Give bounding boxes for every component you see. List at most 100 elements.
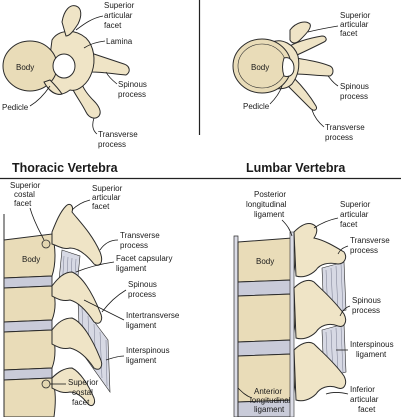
lumbar-side-view: Body Posterior longitudinal ligament Sup… — [233, 190, 394, 417]
thoracic-body-3 — [3, 329, 56, 371]
thoracic-top-label-spinous-2: process — [118, 90, 146, 99]
lumbar-side-label-interspinous-1: Interspinous — [350, 340, 394, 349]
thoracic-posterior-4 — [51, 367, 95, 407]
lumbar-disc-1 — [237, 279, 293, 297]
lumbar-side-label-transverse-1: Transverse — [350, 236, 390, 245]
thoracic-side-leader-intertransverse — [83, 299, 125, 321]
lumbar-side-label-anterior-2: longitudinal — [250, 396, 291, 405]
thoracic-top-label-body: Body — [16, 63, 34, 72]
lumbar-top-label-facet-1: Superior — [340, 11, 371, 20]
thoracic-side-label-interspinous-2: ligament — [126, 356, 157, 365]
lumbar-side-label-posterior-3: ligament — [254, 210, 285, 219]
thoracic-top-label-facet-1: Superior — [104, 1, 135, 10]
thoracic-top-leader-lamina — [83, 40, 106, 49]
lumbar-side-label-transverse-2: process — [350, 246, 378, 255]
lumbar-side-label-facet-2: articular — [340, 210, 369, 219]
lumbar-side-label-inferior-2: articular — [350, 395, 379, 404]
thoracic-side-label-intertransverse-1: Intertransverse — [126, 311, 180, 320]
thoracic-side-leader-transverse — [99, 239, 119, 251]
lumbar-side-leader-transverse — [337, 245, 349, 255]
thoracic-side-leader-interspinous — [105, 355, 125, 361]
lumbar-top-label-body: Body — [251, 63, 269, 72]
lumbar-posterior-1 — [293, 223, 347, 278]
lumbar-side-label-posterior-2: longitudinal — [246, 200, 287, 209]
thoracic-side-label-costal-top-3: facet — [14, 199, 32, 208]
thoracic-side-label-transverse-1: Transverse — [120, 231, 160, 240]
thoracic-side-label-interspinous-1: Interspinous — [126, 346, 170, 355]
lumbar-top-leader-facet — [307, 25, 339, 33]
thoracic-side-label-costal-bot-3: facet — [72, 398, 90, 407]
lumbar-vertebral-foramen — [282, 57, 295, 77]
lumbar-side-leader-facet — [313, 217, 339, 229]
thoracic-side-label-transverse-2: process — [120, 241, 148, 250]
thoracic-top-leader-pedicle — [29, 85, 51, 107]
lumbar-heading: Lumbar Vertebra — [246, 161, 346, 175]
lumbar-top-label-transverse-2: process — [325, 133, 353, 142]
thoracic-top-label-pedicle: Pedicle — [2, 103, 29, 112]
lumbar-spinous-process-shape — [295, 57, 334, 77]
thoracic-side-label-artfacet-1: Superior — [92, 184, 123, 193]
lumbar-side-label-spinous-1: Spinous — [352, 296, 381, 305]
thoracic-side-label-costal-bot-1: Superior — [68, 378, 99, 387]
lumbar-posterior-2 — [293, 279, 347, 340]
lumbar-anterior-ligament — [233, 235, 239, 417]
thoracic-side-view: Body Superior costal facet Superior arti… — [3, 181, 180, 417]
lumbar-top-leader-transverse — [311, 109, 325, 128]
lumbar-side-label-interspinous-2: ligament — [356, 350, 387, 359]
lumbar-top-label-spinous-2: process — [340, 92, 368, 101]
lumbar-superior-articular-shape — [289, 21, 311, 44]
thoracic-top-label-spinous-1: Spinous — [118, 80, 147, 89]
lumbar-side-label-facet-1: Superior — [340, 200, 371, 209]
thoracic-transverse-process-shape — [71, 83, 101, 119]
lumbar-side-leader-inferior — [325, 392, 349, 395]
thoracic-top-label-transverse-1: Transverse — [98, 130, 138, 139]
lumbar-side-leader-anterior — [237, 387, 253, 399]
thoracic-top-label-facet-2: articular — [104, 11, 133, 20]
lumbar-side-label-body: Body — [256, 257, 274, 266]
thoracic-top-leader-spinous — [105, 71, 118, 85]
thoracic-top-leader-facet — [75, 15, 104, 31]
thoracic-posterior-2 — [51, 271, 103, 324]
lumbar-posterior-ligament — [289, 231, 295, 417]
lumbar-side-leader-spinous — [339, 305, 351, 317]
lumbar-body-2 — [237, 293, 296, 343]
thoracic-spinous-process-shape — [87, 51, 130, 76]
thoracic-side-label-intertransverse-2: ligament — [126, 321, 157, 330]
thoracic-top-leader-transverse — [92, 117, 98, 135]
thoracic-side-label-artfacet-3: facet — [92, 202, 110, 211]
lumbar-side-label-anterior-1: Anterior — [254, 387, 282, 396]
thoracic-side-label-costal-top-1: Superior — [10, 181, 41, 190]
thoracic-side-label-costal-top-2: costal — [14, 190, 35, 199]
thoracic-top-label-transverse-2: process — [98, 140, 126, 149]
thoracic-side-label-costal-bot-2: costal — [72, 388, 93, 397]
thoracic-body-2 — [3, 285, 56, 323]
lumbar-transverse-lower-shape — [283, 77, 317, 111]
thoracic-pedicle-shape — [43, 79, 63, 95]
thoracic-posterior-3 — [51, 317, 103, 370]
thoracic-top-view: Body Superior articular facet Lamina Spi… — [2, 1, 147, 149]
lumbar-top-label-facet-3: facet — [340, 29, 358, 38]
lumbar-top-view: Body Superior articular facet Spinous pr… — [232, 11, 371, 142]
lumbar-disc-2 — [237, 339, 293, 357]
lumbar-top-label-spinous-1: Spinous — [340, 82, 369, 91]
thoracic-top-label-facet-3: facet — [104, 21, 122, 30]
thoracic-side-label-body: Body — [22, 255, 40, 264]
thoracic-top-label-lamina: Lamina — [106, 37, 133, 46]
thoracic-side-leader-costal-top — [29, 207, 45, 241]
thoracic-side-label-spinous-2: process — [128, 290, 156, 299]
lumbar-side-leader-posterior — [281, 219, 293, 237]
thoracic-side-leader-spinous — [101, 289, 127, 313]
thoracic-side-label-artfacet-2: articular — [92, 193, 121, 202]
lumbar-disc-3 — [237, 399, 293, 417]
thoracic-vertebral-foramen — [52, 53, 76, 79]
lumbar-posterior-3 — [293, 341, 347, 402]
thoracic-heading: Thoracic Vertebra — [12, 161, 119, 175]
thoracic-costal-facet-top — [41, 239, 51, 249]
thoracic-side-leader-capsulary — [75, 261, 115, 273]
lumbar-top-leader-spinous — [327, 75, 339, 87]
lumbar-side-label-inferior-1: Inferior — [350, 385, 375, 394]
lumbar-top-label-facet-2: articular — [340, 20, 369, 29]
lumbar-side-label-inferior-3: facet — [358, 405, 376, 414]
lumbar-side-label-spinous-2: process — [352, 306, 380, 315]
